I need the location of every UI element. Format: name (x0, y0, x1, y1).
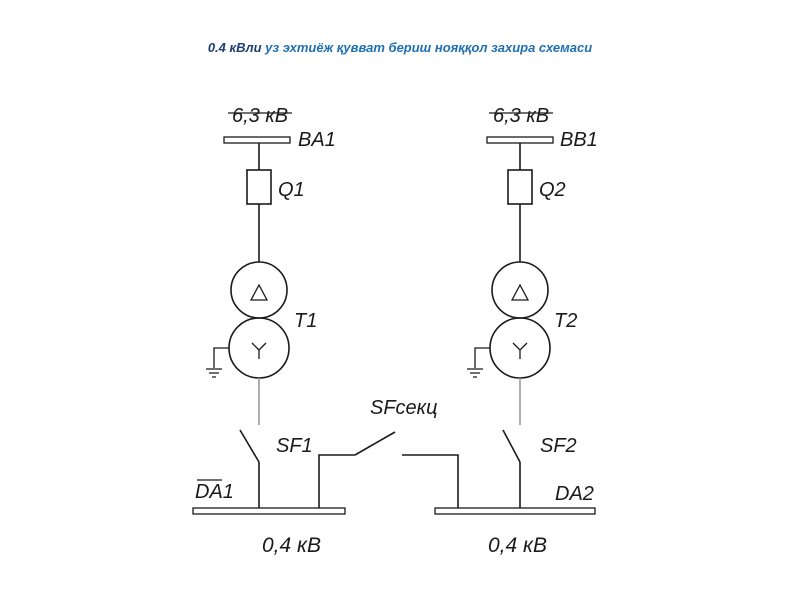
voltage-lv-right-label: 0,4 кВ (488, 534, 547, 557)
transformer-left-label: T1 (294, 310, 317, 332)
wye-symbol-left (251, 342, 267, 359)
ground-icon-right (467, 368, 483, 378)
voltage-hv-right-label: 6,3 кВ (493, 105, 549, 127)
ground-wire-right (474, 347, 490, 368)
breaker-right-label: SF2 (540, 435, 577, 457)
title-part-2: уз эхтиёж қувват бериш нояққол захира сх… (261, 40, 593, 55)
hv-bus-left (223, 136, 291, 144)
lv-bus-left-label: DA1 (195, 481, 234, 503)
bus-right-label: BB1 (560, 129, 598, 151)
lv-bus-right-label: DA2 (555, 483, 594, 505)
section-wire-left (318, 454, 355, 508)
fuse-left-label: Q1 (278, 179, 305, 201)
delta-symbol-right (510, 283, 530, 301)
transformer-right-label: T2 (554, 310, 577, 332)
breaker-left-contact (239, 429, 260, 463)
transformer-left-primary (230, 261, 288, 319)
section-breaker-group: SFсекц (318, 397, 459, 508)
right-branch: 6,3 кВ BB1 Q2 T2 SF2 DA2 0,4 кВ (434, 105, 598, 557)
section-breaker-label: SFсекц (370, 397, 438, 419)
left-branch: 6,3 кВ BA1 Q1 T1 SF1 DA1 0,4 кВ (192, 105, 346, 557)
diagram-title: 0.4 кВли уз эхтиёж қувват бериш нояққол … (0, 40, 800, 55)
hv-bus-right (486, 136, 554, 144)
delta-symbol-left (249, 283, 269, 301)
title-part-1: 0.4 кВли (207, 40, 262, 55)
transformer-right-secondary (489, 317, 551, 379)
lv-bus-left (192, 507, 346, 515)
transformer-right-primary (491, 261, 549, 319)
transformer-left-secondary (228, 317, 290, 379)
fuse-right (507, 169, 533, 205)
voltage-hv-left-label: 6,3 кВ (232, 105, 288, 127)
section-wire-right (402, 454, 459, 508)
ground-wire-left (213, 347, 229, 368)
lv-bus-right (434, 507, 596, 515)
ground-icon-left (206, 368, 222, 378)
bus-left-label: BA1 (298, 129, 336, 151)
fuse-right-label: Q2 (539, 179, 566, 201)
voltage-lv-left-label: 0,4 кВ (262, 534, 321, 557)
section-breaker-contact (354, 431, 396, 456)
wye-symbol-right (512, 342, 528, 359)
breaker-right-contact (502, 429, 521, 463)
breaker-left-label: SF1 (276, 435, 313, 457)
fuse-left (246, 169, 272, 205)
